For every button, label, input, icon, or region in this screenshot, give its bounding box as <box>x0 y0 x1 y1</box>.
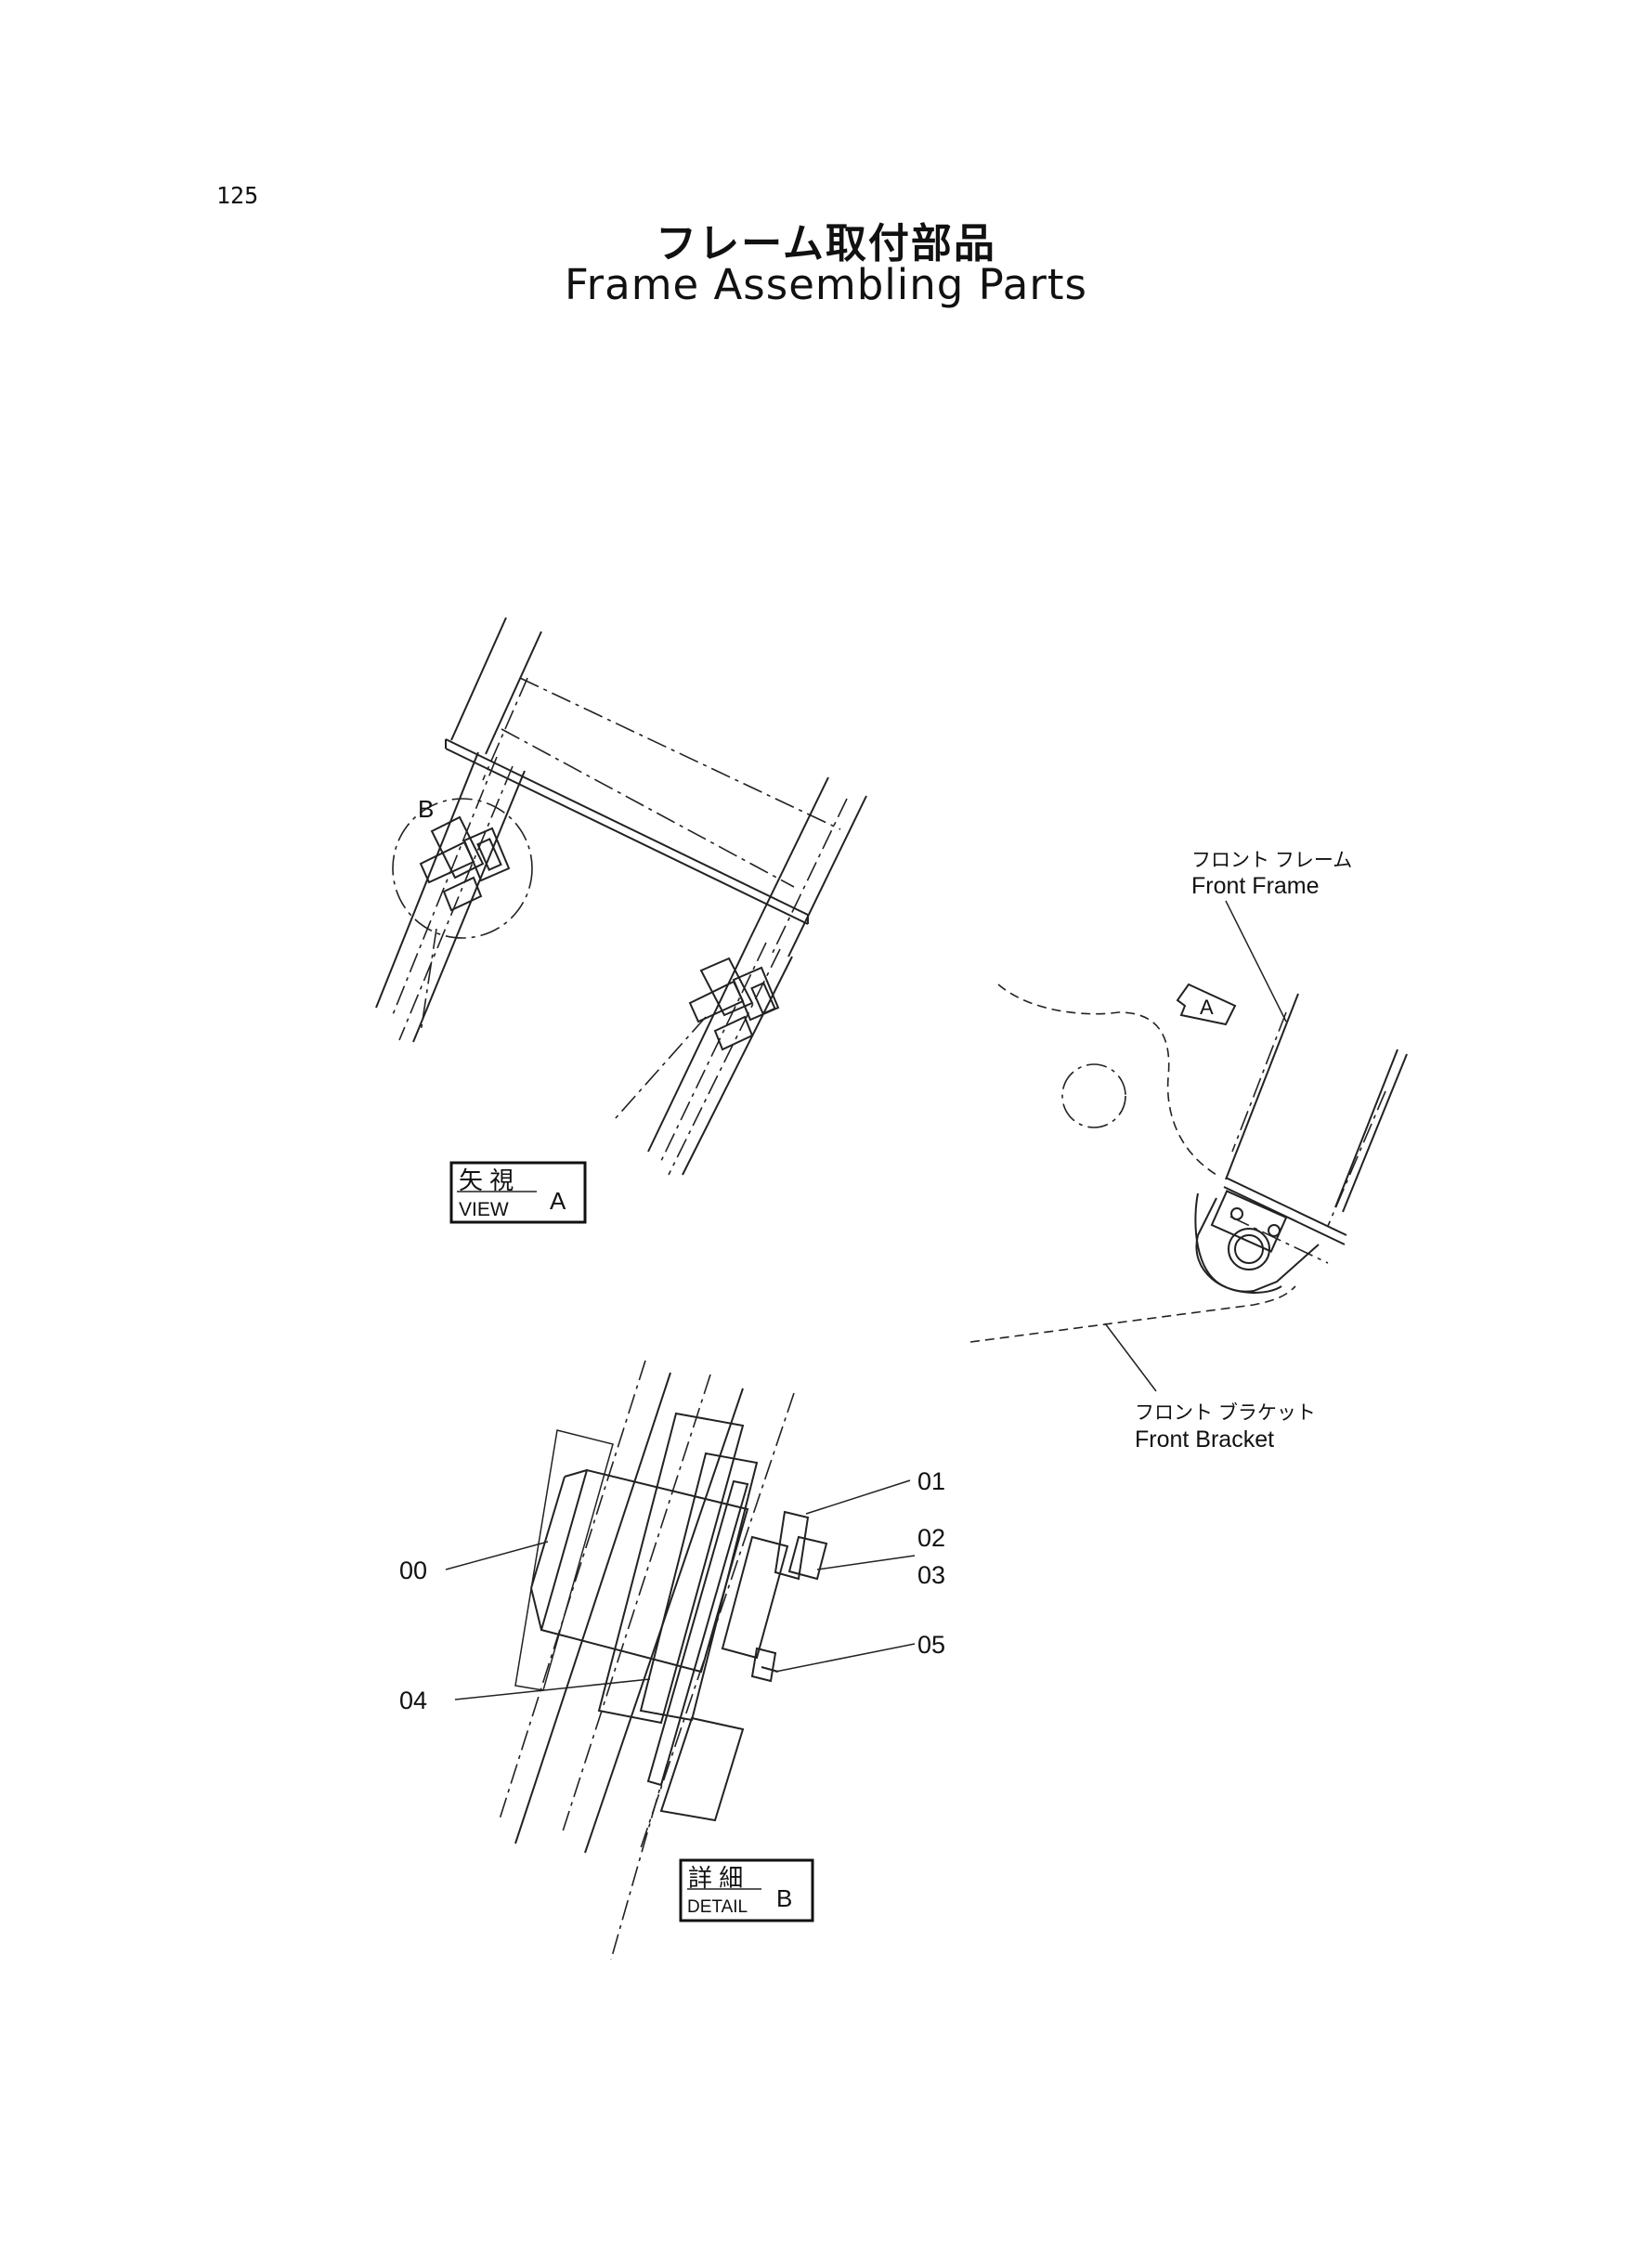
view-label-japanese: 矢 視 <box>459 1166 514 1194</box>
detail-b-marker: B <box>418 795 434 823</box>
front-bracket-label-english: Front Bracket <box>1135 1427 1274 1453</box>
detail-label-english: DETAIL <box>687 1897 748 1917</box>
view-a-drawing: B <box>375 617 867 1176</box>
front-frame-label-japanese: フロント フレーム <box>1191 850 1352 871</box>
front-bracket-label-japanese: フロント ブラケット <box>1135 1402 1316 1424</box>
callout-04: 04 <box>399 1687 427 1714</box>
view-label-letter: A <box>550 1187 566 1215</box>
callout-02: 02 <box>917 1524 945 1552</box>
front-frame-label-english: Front Frame <box>1191 873 1320 899</box>
callout-03: 03 <box>917 1561 945 1589</box>
page-title-english: Frame Assembling Parts <box>565 260 1087 309</box>
detail-label-japanese: 詳 細 <box>688 1864 743 1892</box>
page-title-japanese: フレーム取付部品 <box>656 220 996 267</box>
callout-00: 00 <box>399 1557 427 1584</box>
callout-05: 05 <box>917 1631 945 1659</box>
detail-b-drawing: 00 01 02 03 04 05 <box>399 1360 945 1961</box>
view-label-english: VIEW <box>459 1199 509 1220</box>
page-number: 125 <box>216 182 259 209</box>
callout-01: 01 <box>917 1467 945 1495</box>
view-arrow-letter: A <box>1200 996 1214 1019</box>
detail-b-label-box: 詳 細 DETAIL B <box>679 1858 814 1922</box>
view-a-label-box: 矢 視 VIEW A <box>449 1161 587 1224</box>
detail-label-letter: B <box>776 1884 792 1912</box>
side-view-drawing: A フロント フレーム Front Frame フロント ブラケット Front… <box>969 850 1408 1453</box>
